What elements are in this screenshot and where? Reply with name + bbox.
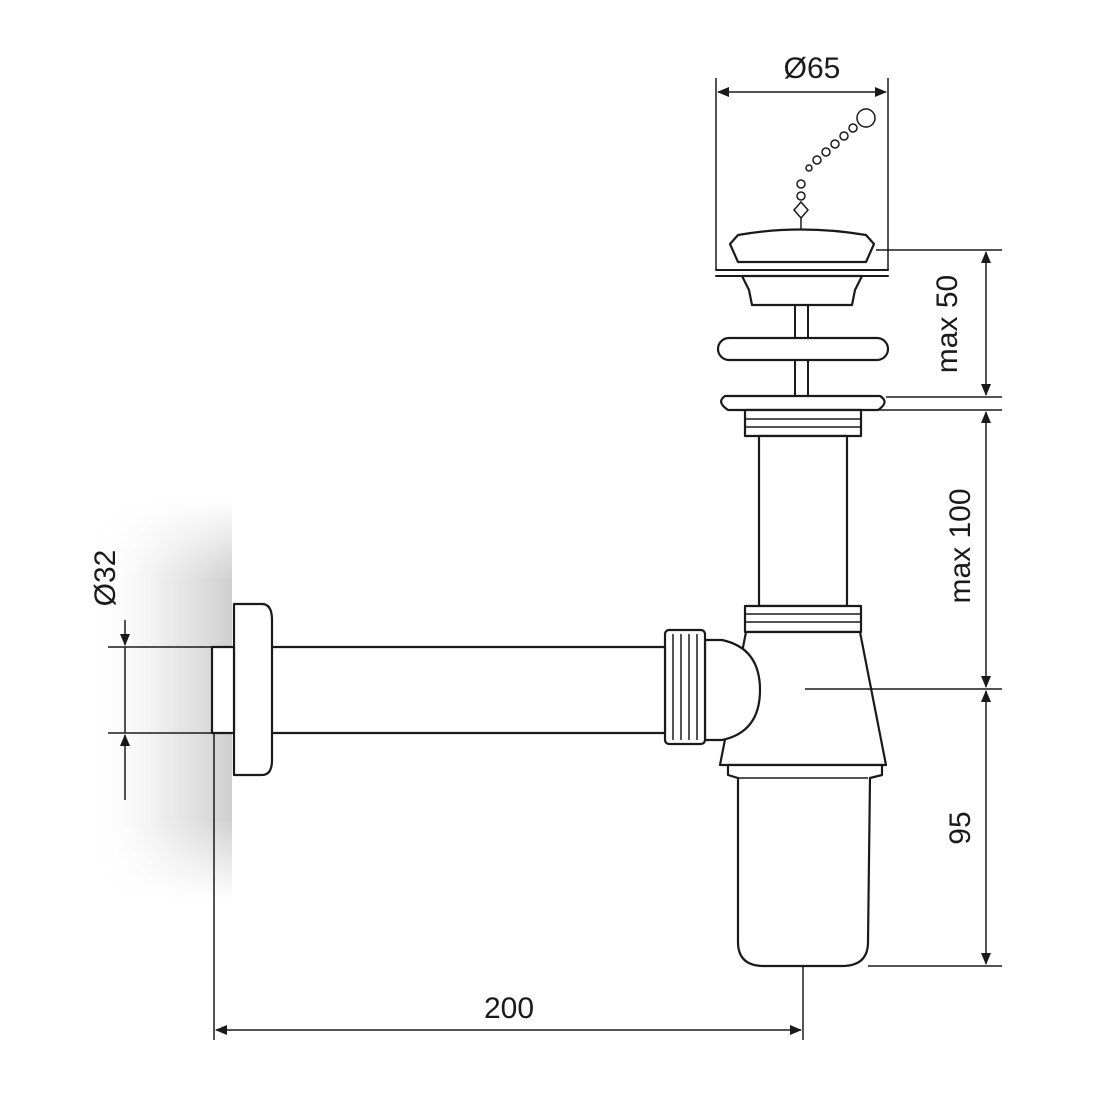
- dimension-labels: Ø65 max 50 max 100 95 Ø32 200: [89, 52, 977, 1025]
- dim-pipe-diameter: Ø32: [89, 550, 122, 607]
- drain-plug: [715, 108, 890, 412]
- dim-wall-to-drain: 200: [484, 992, 534, 1025]
- outlet-pipe: [210, 602, 762, 777]
- wall: [90, 500, 232, 900]
- dim-plug-height: max 50: [931, 275, 964, 373]
- dim-trap-depth: 95: [944, 811, 977, 844]
- dim-drain-diameter: Ø65: [784, 52, 841, 85]
- plug-chain: [793, 108, 876, 230]
- extension-tube: [743, 408, 863, 608]
- dim-tube-length: max 100: [944, 488, 977, 603]
- dimension-lines: [108, 78, 1002, 1040]
